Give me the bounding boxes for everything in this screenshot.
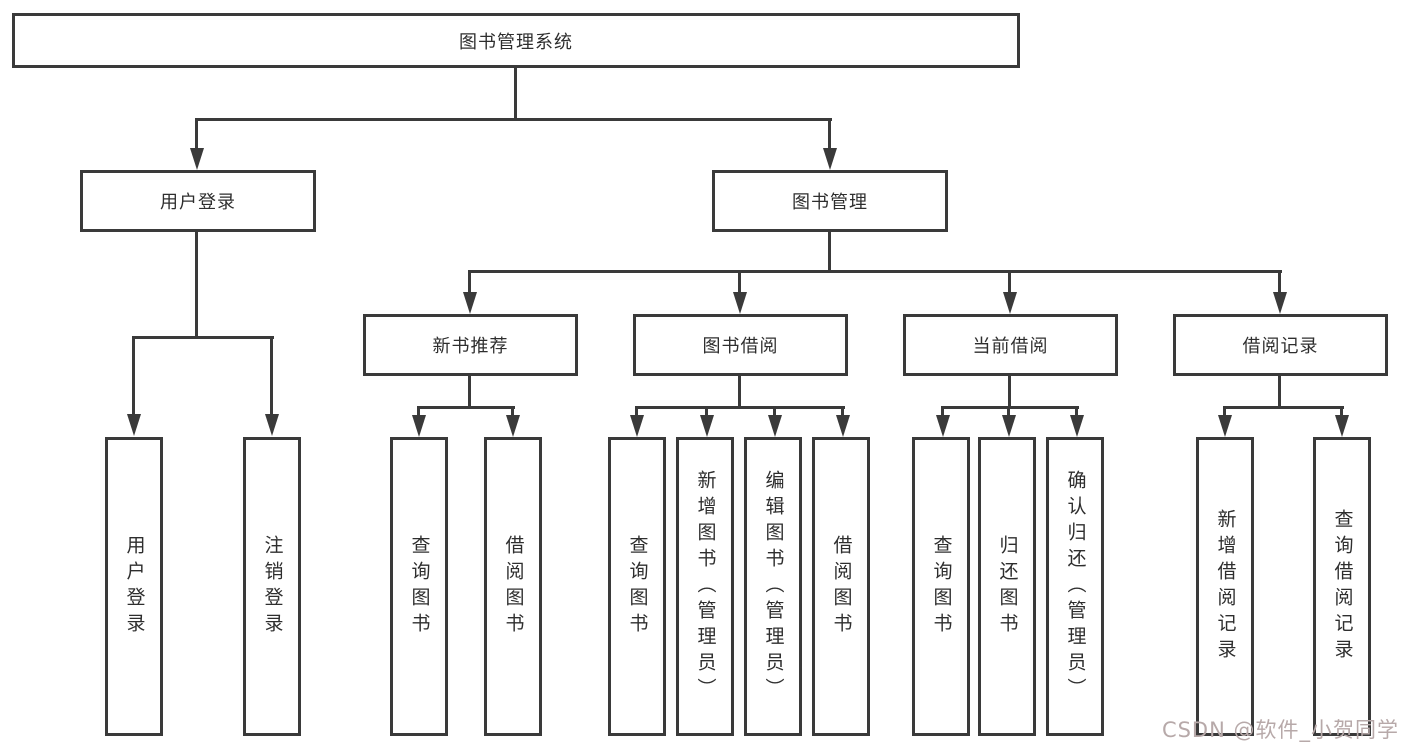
connector-line [635, 406, 845, 409]
arrow-down-icon [1070, 415, 1084, 437]
connector-line [468, 376, 471, 409]
leaf-query-books-borrowing: 查询图书 [608, 437, 666, 736]
connector-line [1278, 270, 1281, 292]
connector-line [941, 406, 944, 416]
connector-line [468, 270, 1282, 273]
arrow-down-icon [1003, 292, 1017, 314]
connector-line [705, 406, 708, 416]
connector-line [941, 406, 1079, 409]
node-borrowing-records: 借阅记录 [1173, 314, 1388, 376]
connector-line [1278, 376, 1281, 409]
connector-line [132, 336, 274, 339]
arrow-down-icon [127, 414, 141, 436]
arrow-down-icon [823, 148, 837, 170]
leaf-borrow-books-borrowing: 借阅图书 [812, 437, 870, 736]
leaf-query-books-current: 查询图书 [912, 437, 970, 736]
arrow-down-icon [1335, 415, 1349, 437]
arrow-down-icon [630, 415, 644, 437]
connector-line [511, 406, 514, 416]
arrow-down-icon [700, 415, 714, 437]
leaf-query-books-recommend: 查询图书 [390, 437, 448, 736]
node-book-borrowing: 图书借阅 [633, 314, 848, 376]
connector-line [1007, 406, 1010, 416]
connector-line [773, 406, 776, 416]
connector-line [195, 118, 832, 121]
leaf-return-books: 归还图书 [978, 437, 1036, 736]
leaf-logout: 注销登录 [243, 437, 301, 736]
arrow-down-icon [412, 415, 426, 437]
leaf-confirm-return-admin: 确认归还（管理员） [1046, 437, 1104, 736]
connector-line [1075, 406, 1078, 416]
node-library-management-system: 图书管理系统 [12, 13, 1020, 68]
arrow-down-icon [265, 414, 279, 436]
connector-line [514, 68, 517, 118]
connector-line [1340, 406, 1343, 416]
arrow-down-icon [836, 415, 850, 437]
arrow-down-icon [768, 415, 782, 437]
node-current-borrowing: 当前借阅 [903, 314, 1118, 376]
connector-line [828, 118, 831, 148]
connector-line [195, 232, 198, 339]
connector-line [270, 336, 273, 414]
leaf-borrow-books-recommend: 借阅图书 [484, 437, 542, 736]
arrow-down-icon [1002, 415, 1016, 437]
connector-line [1008, 270, 1011, 292]
connector-line [828, 232, 831, 273]
connector-line [1223, 406, 1226, 416]
leaf-add-borrow-record: 新增借阅记录 [1196, 437, 1254, 736]
arrow-down-icon [506, 415, 520, 437]
arrow-down-icon [190, 148, 204, 170]
connector-line [195, 118, 198, 148]
connector-line [841, 406, 844, 416]
node-new-book-recommendation: 新书推荐 [363, 314, 578, 376]
node-book-management: 图书管理 [712, 170, 948, 232]
connector-line [738, 270, 741, 292]
watermark: CSDN @软件_小贺同学 [1161, 718, 1399, 742]
connector-line [1223, 406, 1344, 409]
connector-line [635, 406, 638, 416]
arrow-down-icon [463, 292, 477, 314]
connector-line [417, 406, 420, 416]
connector-line [468, 270, 471, 292]
leaf-add-book-admin: 新增图书（管理员） [676, 437, 734, 736]
arrow-down-icon [733, 292, 747, 314]
connector-line [132, 336, 135, 414]
leaf-query-borrow-record: 查询借阅记录 [1313, 437, 1371, 736]
leaf-edit-book-admin: 编辑图书（管理员） [744, 437, 802, 736]
leaf-user-login: 用户登录 [105, 437, 163, 736]
node-user-login: 用户登录 [80, 170, 316, 232]
arrow-down-icon [936, 415, 950, 437]
arrow-down-icon [1218, 415, 1232, 437]
connector-line [738, 376, 741, 409]
arrow-down-icon [1273, 292, 1287, 314]
connector-line [417, 406, 515, 409]
connector-line [1008, 376, 1011, 409]
